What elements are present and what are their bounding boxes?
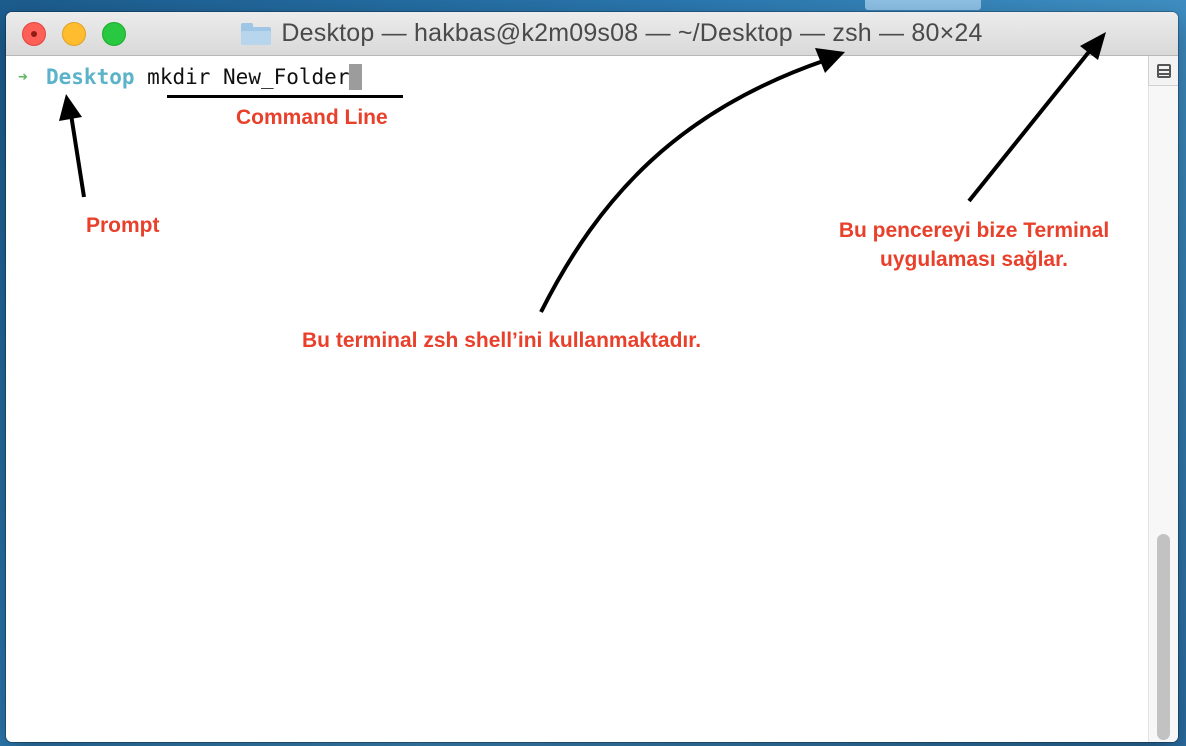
text-cursor — [349, 64, 363, 90]
scrollbar-thumb[interactable] — [1157, 534, 1170, 740]
prompt-arrow-icon: ➜ — [18, 67, 28, 86]
prompt-arrow — [68, 107, 86, 198]
annotation-shell: Bu terminal zsh shell’ini kullanmaktadır… — [302, 329, 702, 352]
title-bar[interactable]: Desktop — hakbas@k2m09s08 — ~/Desktop — … — [6, 12, 1178, 56]
desktop-background-strip — [865, 0, 981, 10]
shell-arrow — [539, 58, 827, 313]
scrollbar-track[interactable] — [1148, 86, 1178, 742]
split-view-icon — [1157, 64, 1171, 78]
command-text[interactable]: mkdir New_Folder — [147, 65, 350, 89]
annotation-command-line: Command Line — [236, 106, 388, 129]
app-arrow — [967, 46, 1094, 203]
annotation-prompt: Prompt — [86, 214, 160, 237]
folder-icon — [241, 22, 272, 45]
prompt-directory: Desktop — [46, 65, 135, 89]
close-icon[interactable] — [22, 22, 46, 46]
maximize-icon[interactable] — [102, 22, 126, 46]
annotation-terminal-app: Bu pencereyi bize Terminal uygulaması sa… — [838, 219, 1110, 271]
terminal-window: Desktop — hakbas@k2m09s08 — ~/Desktop — … — [6, 12, 1178, 742]
prompt-line[interactable]: ➜ Desktop mkdir New_Folder — [18, 64, 363, 90]
minimize-icon[interactable] — [62, 22, 86, 46]
prompt-arrowhead — [59, 94, 82, 121]
window-title: Desktop — hakbas@k2m09s08 — ~/Desktop — … — [281, 19, 983, 47]
terminal-content[interactable]: ➜ Desktop mkdir New_Folder — [6, 56, 1148, 742]
split-view-button[interactable] — [1148, 56, 1178, 86]
command-underline — [167, 95, 403, 98]
shell-arrowhead — [815, 48, 845, 73]
app-arrowhead — [1080, 32, 1106, 60]
